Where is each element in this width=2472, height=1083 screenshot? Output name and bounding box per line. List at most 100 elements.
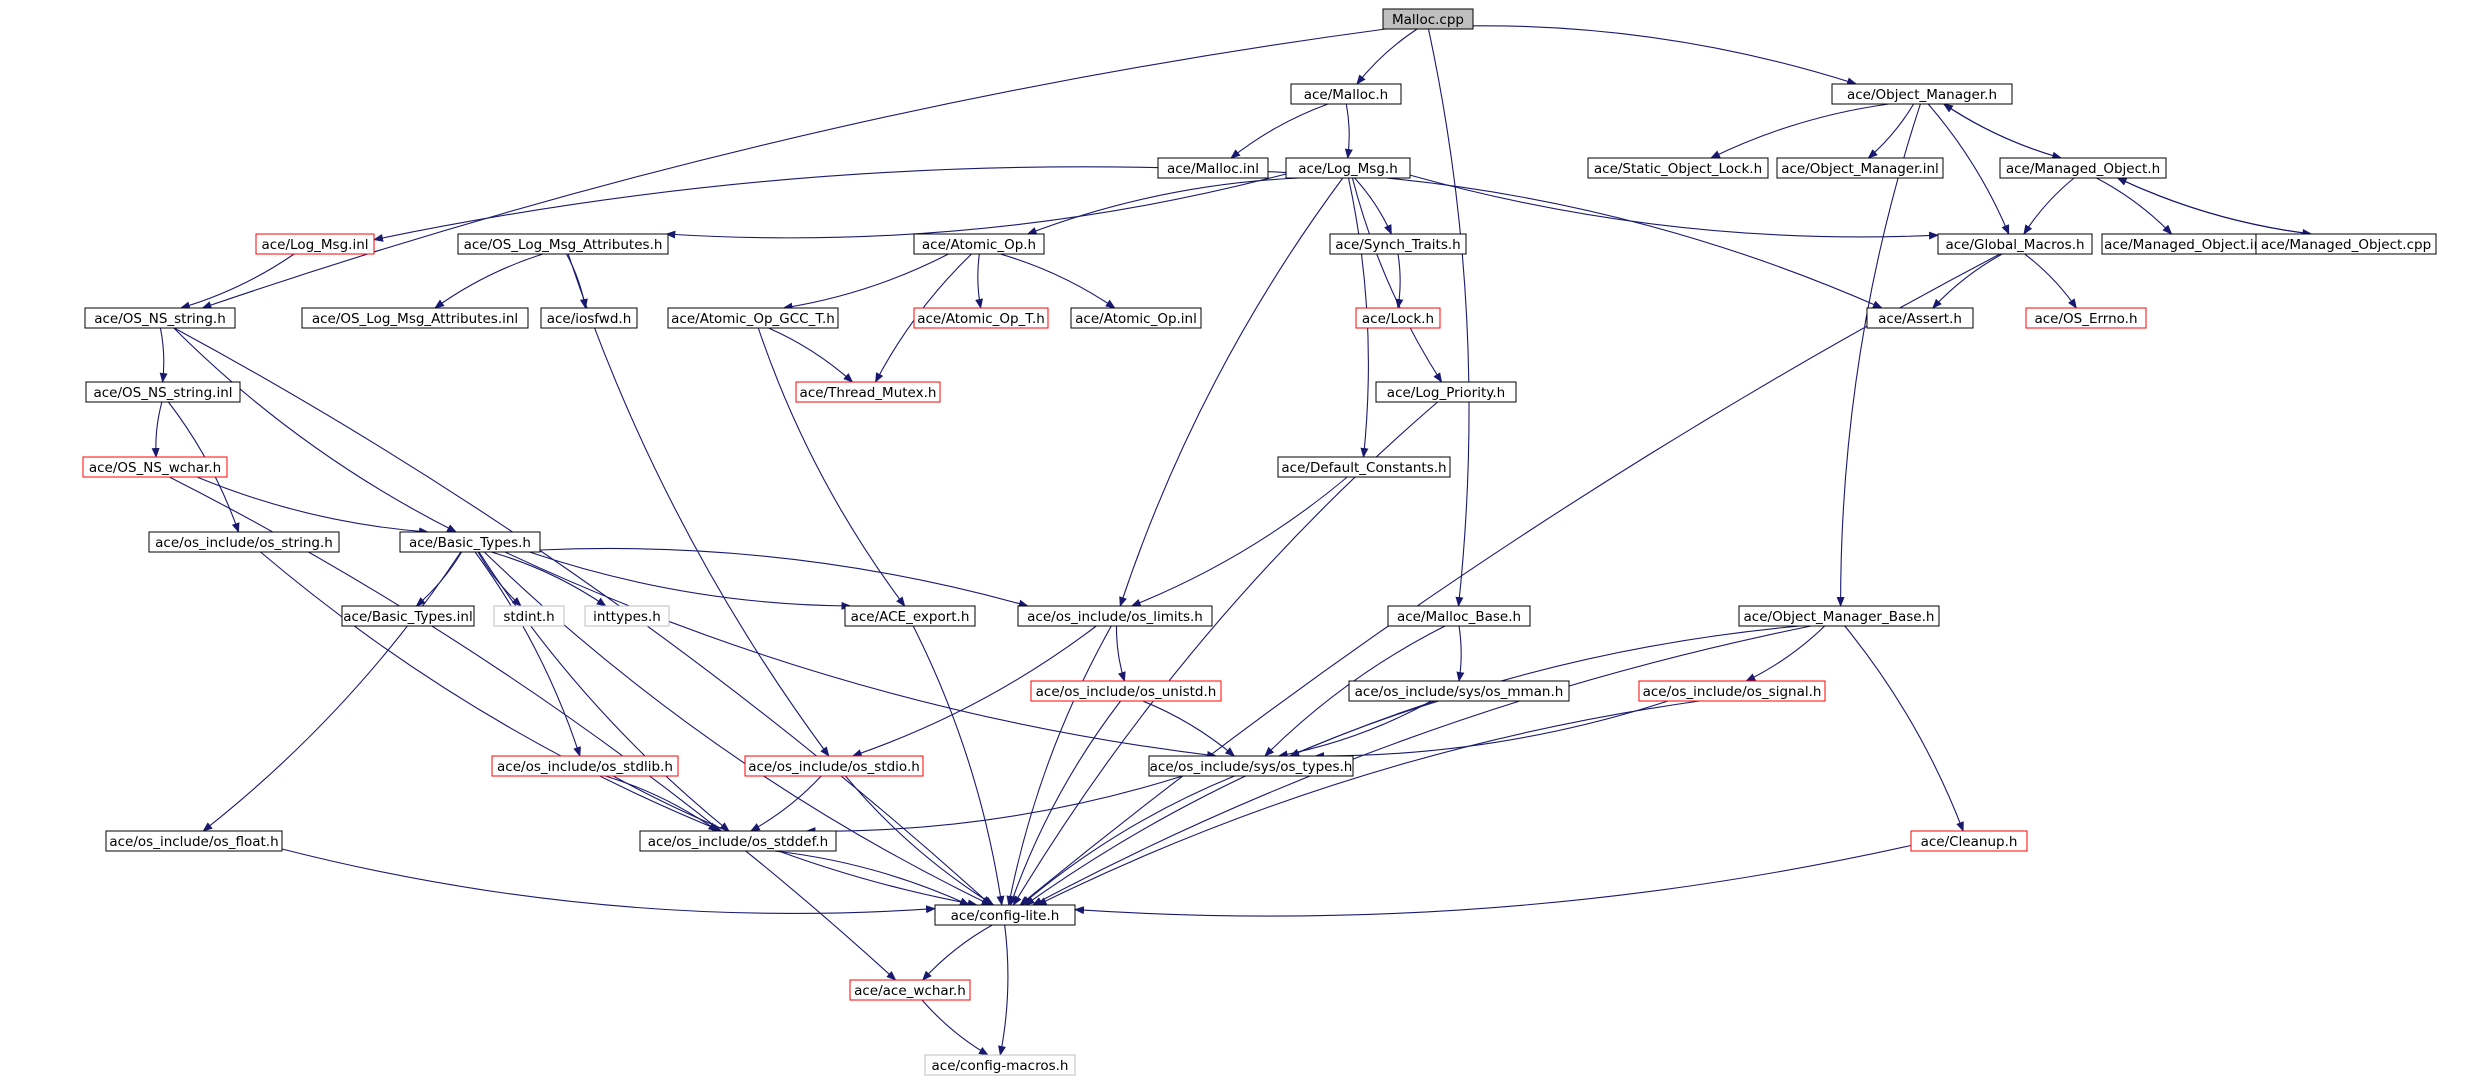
node-os_mman_h[interactable]: ace/os_include/sys/os_mman.h bbox=[1348, 680, 1570, 702]
node-box bbox=[85, 381, 241, 403]
node-stdint_h[interactable]: stdint.h bbox=[493, 605, 565, 627]
node-managed_object_h[interactable]: ace/Managed_Object.h bbox=[1999, 157, 2167, 179]
edge-os_ns_wchar_h-to-basic_types_h bbox=[196, 476, 429, 536]
node-ace_wchar_h[interactable]: ace/ace_wchar.h bbox=[849, 979, 971, 1001]
node-atomic_op_h[interactable]: ace/Atomic_Op.h bbox=[913, 233, 1045, 255]
node-config_macros_h[interactable]: ace/config-macros.h bbox=[924, 1054, 1076, 1076]
node-os_stdlib_h[interactable]: ace/os_include/os_stdlib.h bbox=[491, 755, 679, 777]
node-box bbox=[844, 605, 976, 627]
node-os_ns_string_inl[interactable]: ace/OS_NS_string.inl bbox=[85, 381, 241, 403]
node-os_float_h[interactable]: ace/os_include/os_float.h bbox=[105, 830, 283, 852]
node-os_ns_string_h[interactable]: ace/OS_NS_string.h bbox=[84, 307, 236, 329]
node-os_log_msg_attributes_h[interactable]: ace/OS_Log_Msg_Attributes.h bbox=[457, 233, 669, 255]
node-malloc_cpp[interactable]: Malloc.cpp bbox=[1382, 8, 1474, 30]
node-box bbox=[1355, 307, 1441, 329]
edge-log_msg_h-to-synch_traits_h bbox=[1354, 177, 1392, 235]
node-lock_h[interactable]: ace/Lock.h bbox=[1355, 307, 1441, 329]
node-label: ace/Log_Priority.h bbox=[1387, 385, 1505, 401]
edge-managed_object_h-to-object_manager_h bbox=[1942, 103, 2062, 159]
node-label: ace/Managed_Object.cpp bbox=[2261, 237, 2431, 253]
node-box bbox=[1070, 307, 1202, 329]
node-assert_h[interactable]: ace/Assert.h bbox=[1866, 307, 1974, 329]
node-os_errno_h[interactable]: ace/OS_Errno.h bbox=[2025, 307, 2147, 329]
edge-log_msg_h-to-os_limits_h bbox=[1119, 177, 1344, 607]
node-box bbox=[744, 755, 924, 777]
node-label: ace/Object_Manager.h bbox=[1847, 87, 1997, 103]
node-label: ace/Default_Constants.h bbox=[1281, 460, 1446, 476]
node-os_signal_h[interactable]: ace/os_include/os_signal.h bbox=[1638, 680, 1826, 702]
node-thread_mutex_h[interactable]: ace/Thread_Mutex.h bbox=[795, 381, 941, 403]
node-os_types_h[interactable]: ace/os_include/sys/os_types.h bbox=[1148, 755, 1354, 777]
node-os_log_msg_attributes_inl[interactable]: ace/OS_Log_Msg_Attributes.inl bbox=[301, 307, 529, 329]
node-atomic_op_t_h[interactable]: ace/Atomic_Op_T.h bbox=[913, 307, 1049, 329]
node-label: ace/os_include/os_limits.h bbox=[1027, 609, 1203, 625]
edge-basic_types_h-to-ace_export_h bbox=[529, 551, 852, 610]
node-label: ace/OS_Log_Msg_Attributes.inl bbox=[312, 311, 518, 327]
node-box bbox=[1348, 680, 1570, 702]
node-object_manager_base_h[interactable]: ace/Object_Manager_Base.h bbox=[1738, 605, 1940, 627]
node-os_stddef_h[interactable]: ace/os_include/os_stddef.h bbox=[639, 830, 837, 852]
edge-synch_traits_h-to-lock_h bbox=[1395, 253, 1404, 309]
edge-os_unistd_h-to-os_types_h bbox=[1142, 700, 1236, 757]
node-managed_object_cpp[interactable]: ace/Managed_Object.cpp bbox=[2255, 233, 2437, 255]
node-cleanup_h[interactable]: ace/Cleanup.h bbox=[1910, 830, 2028, 852]
node-os_limits_h[interactable]: ace/os_include/os_limits.h bbox=[1017, 605, 1213, 627]
edge-managed_object_h-to-global_macros_h bbox=[2023, 177, 2075, 235]
node-log_priority_h[interactable]: ace/Log_Priority.h bbox=[1375, 381, 1517, 403]
node-object_manager_h[interactable]: ace/Object_Manager.h bbox=[1831, 83, 2013, 105]
edge-object_manager_base_h-to-config_lite_h bbox=[1032, 625, 1812, 906]
node-malloc_inl[interactable]: ace/Malloc.inl bbox=[1157, 157, 1269, 179]
node-inttypes_h[interactable]: inttypes.h bbox=[584, 605, 670, 627]
node-atomic_op_inl[interactable]: ace/Atomic_Op.inl bbox=[1070, 307, 1202, 329]
node-malloc_base_h[interactable]: ace/Malloc_Base.h bbox=[1387, 605, 1531, 627]
node-box bbox=[493, 605, 565, 627]
node-box bbox=[1776, 157, 1944, 179]
edge-ace_wchar_h-to-config_macros_h bbox=[921, 999, 989, 1056]
edge-managed_object_h-to-managed_object_cpp bbox=[2117, 177, 2313, 237]
node-box bbox=[849, 979, 971, 1001]
edge-os_limits_h-to-os_unistd_h bbox=[1115, 625, 1126, 682]
node-ace_export_h[interactable]: ace/ACE_export.h bbox=[844, 605, 976, 627]
node-managed_object_inl[interactable]: ace/Managed_Object.inl bbox=[2101, 233, 2269, 255]
edge-basic_types_h-to-os_limits_h bbox=[539, 547, 1029, 608]
node-default_constants_h[interactable]: ace/Default_Constants.h bbox=[1277, 456, 1451, 478]
edge-log_msg_inl-to-os_ns_string_h bbox=[179, 253, 295, 310]
node-box bbox=[2025, 307, 2147, 329]
edge-os_limits_h-to-os_stdio_h bbox=[851, 625, 1097, 757]
node-static_object_lock_h[interactable]: ace/Static_Object_Lock.h bbox=[1587, 157, 1769, 179]
node-global_macros_h[interactable]: ace/Global_Macros.h bbox=[1937, 233, 2093, 255]
node-label: ace/Log_Msg.inl bbox=[261, 237, 368, 253]
node-label: ace/Cleanup.h bbox=[1921, 834, 2018, 850]
node-box bbox=[457, 233, 669, 255]
node-label: ace/OS_NS_string.h bbox=[94, 311, 226, 327]
node-config_lite_h[interactable]: ace/config-lite.h bbox=[934, 904, 1076, 926]
node-object_manager_inl[interactable]: ace/Object_Manager.inl bbox=[1776, 157, 1944, 179]
node-label: ace/OS_Log_Msg_Attributes.h bbox=[464, 237, 663, 253]
node-basic_types_inl[interactable]: ace/Basic_Types.inl bbox=[341, 605, 475, 627]
node-os_unistd_h[interactable]: ace/os_include/os_unistd.h bbox=[1030, 680, 1222, 702]
node-label: ace/iosfwd.h bbox=[547, 311, 632, 327]
node-box bbox=[491, 755, 679, 777]
node-basic_types_h[interactable]: ace/Basic_Types.h bbox=[399, 531, 541, 553]
node-os_string_h[interactable]: ace/os_include/os_string.h bbox=[148, 531, 340, 553]
node-box bbox=[255, 233, 375, 255]
node-label: ace/Synch_Traits.h bbox=[1335, 237, 1460, 253]
edge-config_lite_h-to-config_macros_h bbox=[998, 924, 1009, 1056]
node-iosfwd_h[interactable]: ace/iosfwd.h bbox=[540, 307, 638, 329]
node-box bbox=[1937, 233, 2093, 255]
edge-global_macros_h-to-config_lite_h bbox=[1019, 253, 2001, 906]
edge-os_stdlib_h-to-config_lite_h bbox=[612, 775, 978, 908]
node-log_msg_inl[interactable]: ace/Log_Msg.inl bbox=[255, 233, 375, 255]
node-os_ns_wchar_h[interactable]: ace/OS_NS_wchar.h bbox=[82, 456, 228, 478]
edge-os_types_h-to-os_stddef_h bbox=[805, 775, 1183, 836]
node-box bbox=[1285, 157, 1411, 179]
node-atomic_op_gcc_t_h[interactable]: ace/Atomic_Op_GCC_T.h bbox=[667, 307, 839, 329]
edge-basic_types_h-to-config_lite_h bbox=[483, 551, 992, 906]
node-malloc_h[interactable]: ace/Malloc.h bbox=[1290, 83, 1402, 105]
node-synch_traits_h[interactable]: ace/Synch_Traits.h bbox=[1329, 233, 1467, 255]
node-box bbox=[399, 531, 541, 553]
node-os_stdio_h[interactable]: ace/os_include/os_stdio.h bbox=[744, 755, 924, 777]
node-log_msg_h[interactable]: ace/Log_Msg.h bbox=[1285, 157, 1411, 179]
edge-os_string_h-to-os_stddef_h bbox=[260, 551, 723, 832]
node-label: ace/Atomic_Op_T.h bbox=[917, 311, 1045, 327]
